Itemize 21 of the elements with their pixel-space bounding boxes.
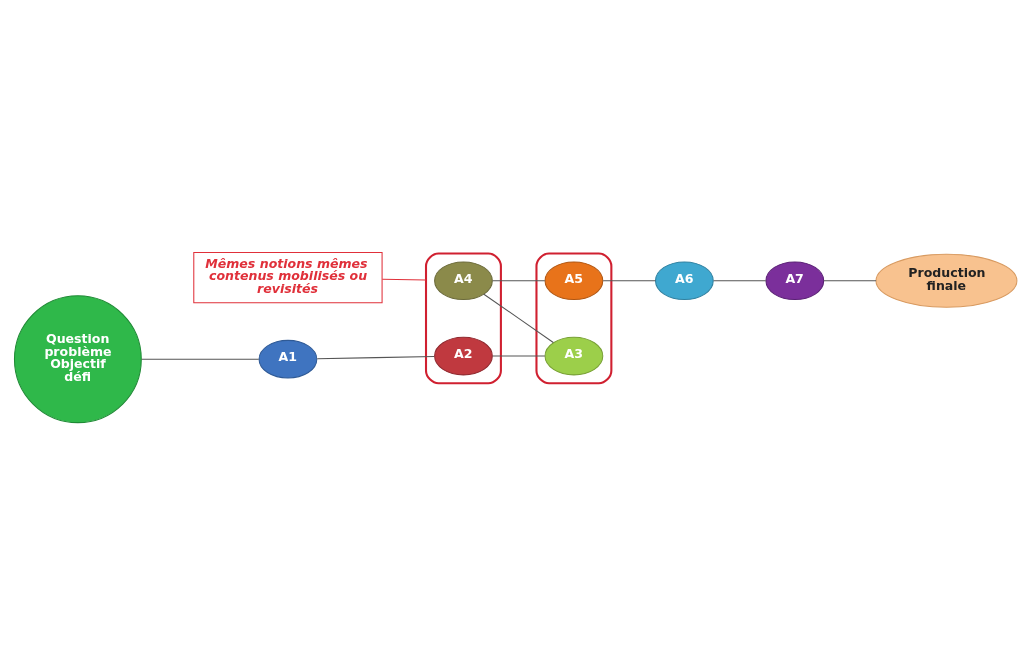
connector: [822, 279, 877, 281]
cluster: [534, 252, 612, 384]
connector: [140, 358, 259, 360]
node-circle: Question problème Objectif défi: [13, 294, 142, 423]
connector: [316, 355, 435, 359]
node-ellipse: A7: [764, 260, 824, 300]
node-ellipse: A1: [258, 339, 317, 379]
node-ellipse: A6: [654, 260, 714, 300]
node-box: Mêmes notions mêmes contenus mobilisés ou revisités: [192, 251, 383, 303]
node-ellipse: A5: [544, 260, 603, 300]
connector: [491, 279, 545, 281]
connector: [381, 278, 427, 281]
connector: [491, 355, 545, 357]
node-ellipse: A3: [544, 336, 603, 375]
connector: [602, 279, 656, 281]
node-ellipse: A4: [433, 260, 493, 300]
connector: [712, 279, 766, 281]
connector: [482, 293, 554, 343]
node-ellipse: A2: [433, 336, 493, 375]
node-ellipse: Production finale: [875, 253, 1017, 308]
cluster: [424, 252, 502, 384]
